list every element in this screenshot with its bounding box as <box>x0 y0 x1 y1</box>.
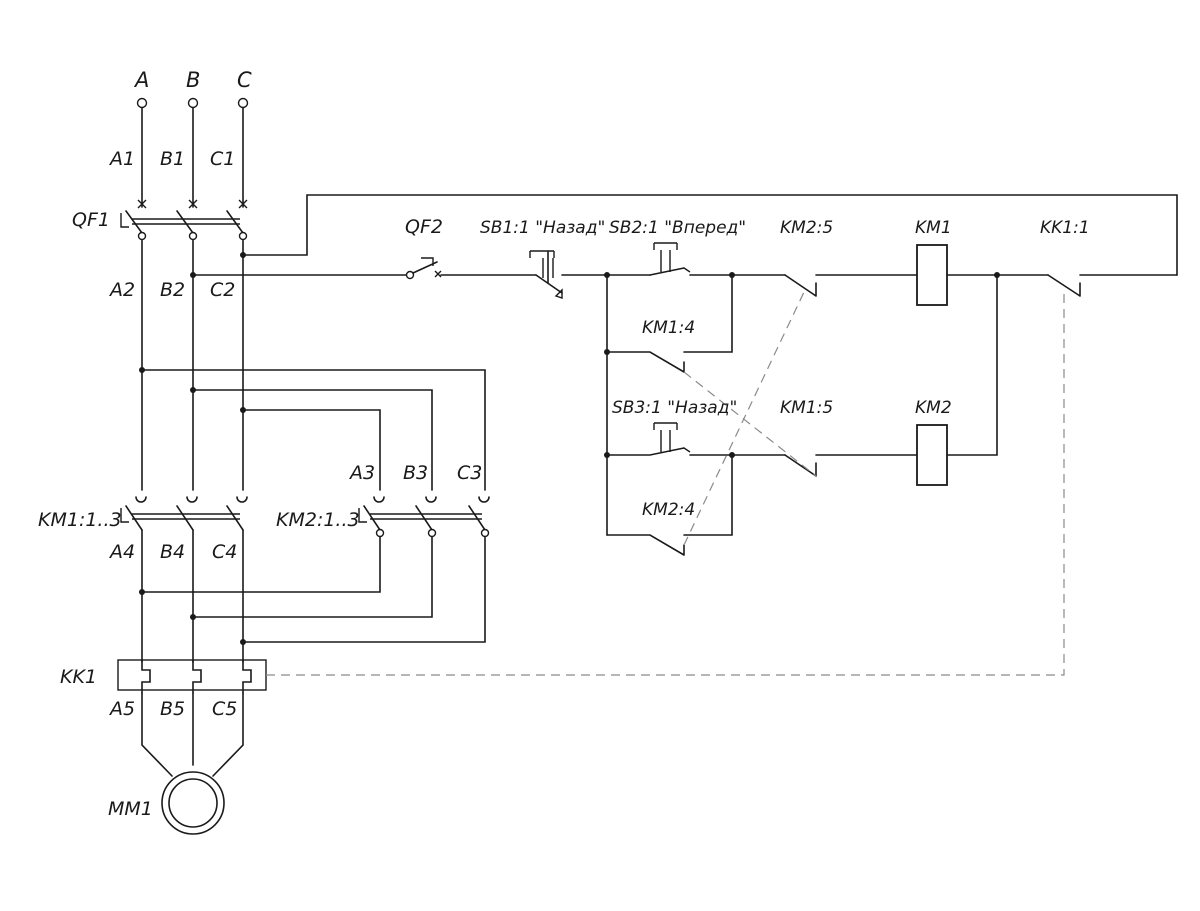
km2-coil <box>916 424 948 486</box>
label-km2-4: KM2:4 <box>642 500 695 520</box>
sb1-back-button <box>529 250 608 299</box>
label-qf2: QF2 <box>405 216 443 238</box>
label-c5: C5 <box>212 698 237 720</box>
label-b1: B1 <box>160 148 185 170</box>
qf1-breaker <box>120 210 248 241</box>
label-b4: B4 <box>160 541 185 563</box>
kk1-thermal-relay <box>117 659 267 694</box>
label-kk1: KK1 <box>60 666 97 688</box>
label-phase-a: A <box>133 68 149 92</box>
label-b2: B2 <box>160 279 185 301</box>
label-mm1: MM1 <box>108 798 153 820</box>
terminal-c <box>237 97 249 109</box>
motor-mm1 <box>161 771 225 835</box>
label-c4: C4 <box>212 541 237 563</box>
label-km1-4: KM1:4 <box>642 318 695 338</box>
km1-coil <box>916 244 948 306</box>
label-km1-coil: KM1 <box>915 218 952 238</box>
terminal-b <box>187 97 199 109</box>
label-c2: C2 <box>210 279 235 301</box>
qf2-breaker <box>405 257 537 280</box>
label-km2-main: KM2:1..3 <box>276 509 360 531</box>
label-b5: B5 <box>160 698 185 720</box>
km1-main-contacts <box>120 496 248 531</box>
label-a5: A5 <box>108 698 135 720</box>
label-phase-c: C <box>237 68 252 92</box>
label-c3: C3 <box>457 462 482 484</box>
label-a2: A2 <box>108 279 135 301</box>
control-circuit <box>266 242 1178 676</box>
label-a4: A4 <box>108 541 135 563</box>
labels: A B C A1 B1 C1 QF1 A2 B2 C2 A3 B3 C3 KM1… <box>38 68 1090 820</box>
label-kk1-1: KK1:1 <box>1040 218 1090 238</box>
label-sb1: SB1:1 "Назад" <box>480 218 605 238</box>
label-b3: B3 <box>403 462 428 484</box>
terminal-a <box>136 97 148 109</box>
label-sb3: SB3:1 "Назад" <box>612 398 737 418</box>
label-a3: A3 <box>348 462 375 484</box>
label-km2-5: KM2:5 <box>780 218 833 238</box>
label-c1: C1 <box>210 148 235 170</box>
label-qf1: QF1 <box>72 209 110 231</box>
label-km1-main: KM1:1..3 <box>38 509 122 531</box>
sb3-back-button <box>606 422 786 456</box>
label-km2-coil: KM2 <box>915 398 952 418</box>
power-circuit <box>117 97 1178 835</box>
label-a1: A1 <box>108 148 135 170</box>
km2-main-contacts <box>358 496 490 538</box>
label-km1-5: KM1:5 <box>780 398 833 418</box>
label-sb2: SB2:1 "Вперед" <box>609 218 746 238</box>
label-phase-b: B <box>186 68 200 92</box>
sb2-forward-button <box>649 242 733 276</box>
